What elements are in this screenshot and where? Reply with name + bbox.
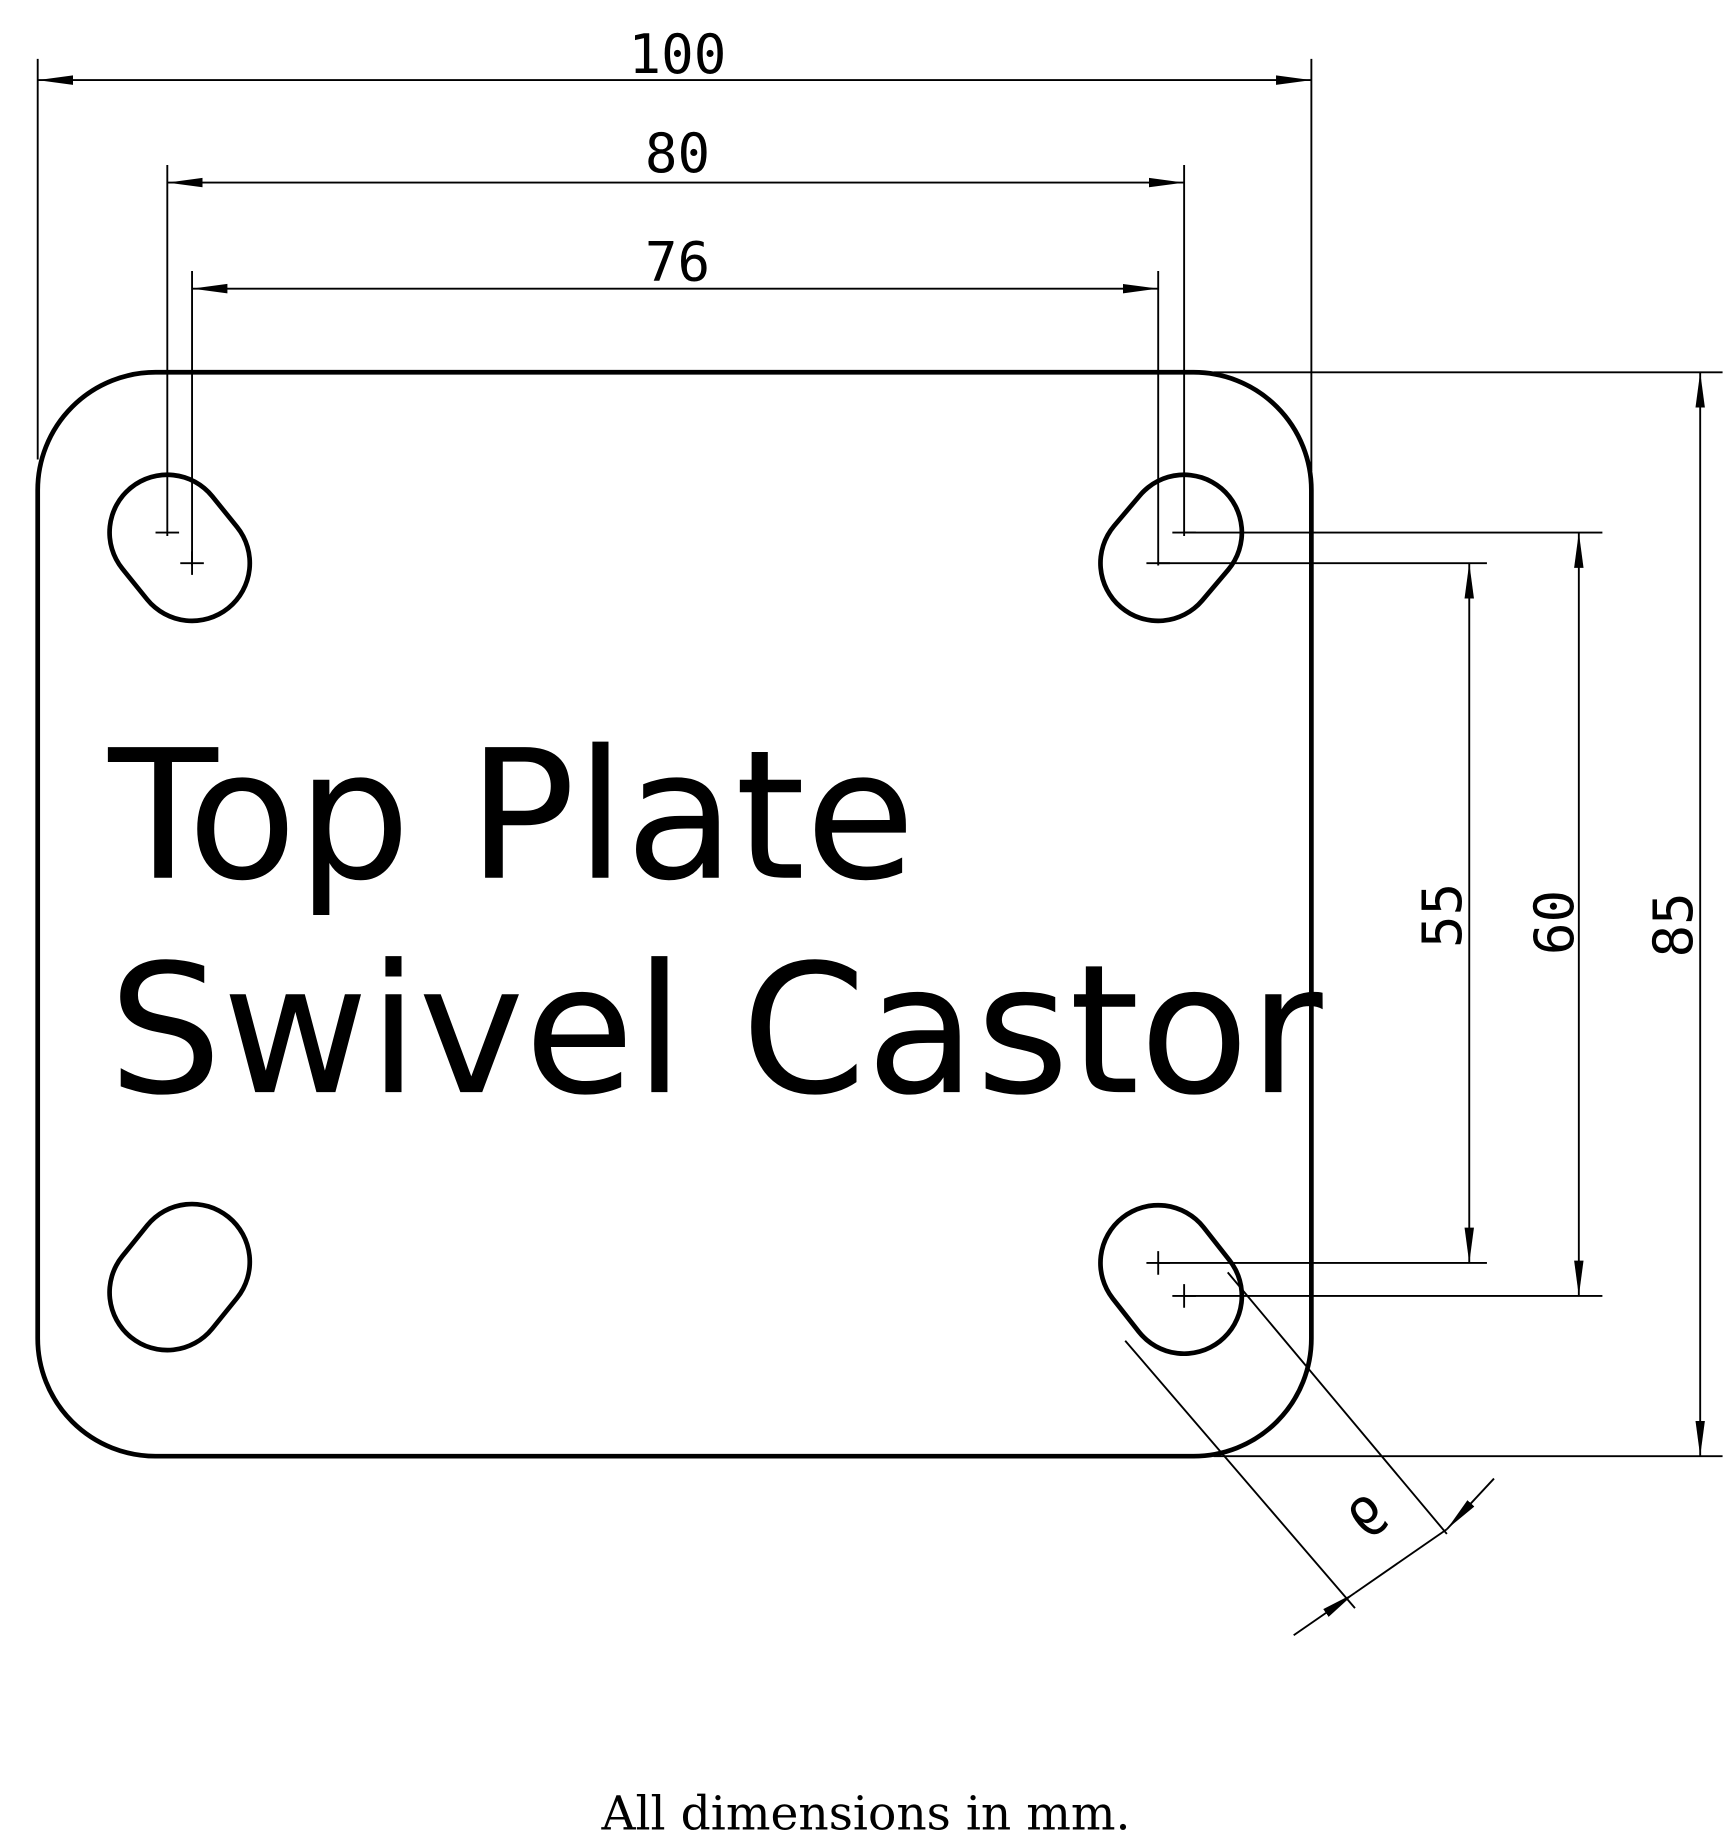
dim-label-85: 85 [1642, 892, 1705, 957]
units-note: All dimensions in mm. [600, 1787, 1130, 1832]
title-line-2: Swivel Castor [108, 927, 1323, 1135]
extension-lines [36, 58, 1723, 1609]
dim-label-80: 80 [645, 122, 710, 185]
dim-line-9 [1354, 1528, 1448, 1594]
top-plate-outline [35, 369, 1314, 1459]
dim-label-60: 60 [1523, 890, 1586, 955]
dim-label-100: 100 [629, 23, 727, 86]
dim-label-76: 76 [645, 230, 710, 293]
title-line-1: Top Plate [107, 713, 915, 921]
mounting-slots [107, 472, 1245, 1357]
dim-label-9: 9 [1336, 1483, 1401, 1552]
dim-label-55: 55 [1411, 883, 1474, 948]
dimension-lines [37, 75, 1705, 1637]
